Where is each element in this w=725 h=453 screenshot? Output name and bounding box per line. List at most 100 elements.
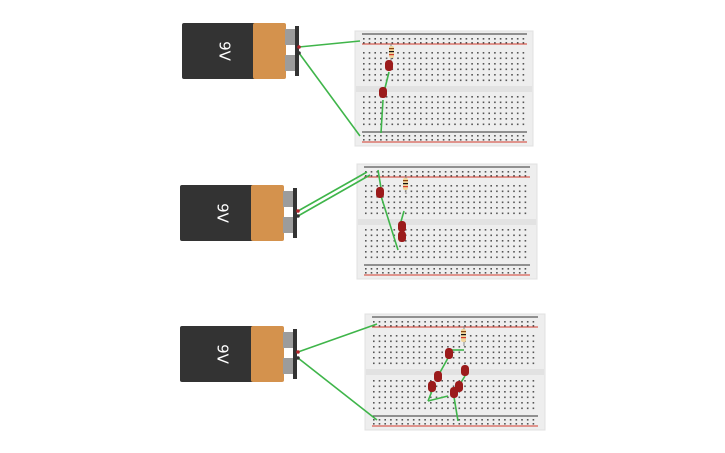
breadboard-hole[interactable]: [464, 380, 466, 382]
breadboard-hole[interactable]: [431, 74, 433, 76]
breadboard-hole[interactable]: [505, 63, 508, 65]
breadboard-hole[interactable]: [425, 139, 428, 141]
breadboard-hole[interactable]: [498, 357, 500, 359]
breadboard-hole[interactable]: [441, 357, 443, 359]
breadboard-hole[interactable]: [387, 240, 390, 242]
breadboard-hole[interactable]: [370, 229, 373, 231]
breadboard-hole[interactable]: [490, 171, 492, 173]
resistor[interactable]: [461, 326, 466, 346]
breadboard-hole[interactable]: [504, 346, 506, 348]
breadboard-hole[interactable]: [496, 171, 498, 173]
breadboard-hole[interactable]: [412, 321, 415, 323]
breadboard-hole[interactable]: [433, 207, 435, 209]
breadboard-hole[interactable]: [518, 229, 521, 231]
breadboard-hole[interactable]: [412, 402, 415, 404]
breadboard-hole[interactable]: [442, 74, 445, 76]
breadboard-hole[interactable]: [422, 201, 424, 204]
breadboard-hole[interactable]: [390, 402, 392, 404]
breadboard-hole[interactable]: [501, 190, 504, 193]
breadboard-hole[interactable]: [418, 423, 421, 425]
breadboard-hole[interactable]: [456, 234, 458, 237]
breadboard-hole[interactable]: [524, 207, 527, 209]
breadboard-hole[interactable]: [461, 171, 464, 173]
breadboard-hole[interactable]: [487, 340, 489, 343]
breadboard-hole[interactable]: [496, 175, 498, 177]
breadboard-hole[interactable]: [380, 118, 382, 120]
breadboard-hole[interactable]: [481, 419, 483, 421]
breadboard-hole[interactable]: [465, 68, 468, 71]
breadboard-hole[interactable]: [471, 135, 473, 137]
breadboard-hole[interactable]: [458, 407, 461, 410]
breadboard-hole[interactable]: [505, 118, 508, 120]
breadboard-hole[interactable]: [397, 74, 399, 76]
breadboard-hole[interactable]: [414, 118, 416, 120]
breadboard-hole[interactable]: [442, 118, 445, 120]
breadboard-hole[interactable]: [384, 396, 386, 399]
breadboard-hole[interactable]: [435, 357, 438, 359]
breadboard-hole[interactable]: [526, 321, 529, 323]
breadboard-hole[interactable]: [387, 185, 390, 187]
breadboard-hole[interactable]: [374, 38, 376, 40]
led[interactable]: [385, 60, 393, 71]
breadboard-hole[interactable]: [524, 212, 527, 215]
breadboard-hole[interactable]: [505, 139, 508, 141]
breadboard-hole[interactable]: [447, 402, 449, 404]
breadboard-hole[interactable]: [487, 419, 489, 421]
breadboard-hole[interactable]: [482, 123, 485, 126]
breadboard-hole[interactable]: [459, 118, 462, 120]
breadboard-hole[interactable]: [452, 385, 455, 388]
breadboard-hole[interactable]: [370, 245, 373, 248]
breadboard-hole[interactable]: [490, 272, 492, 274]
breadboard-hole[interactable]: [408, 139, 411, 141]
breadboard-hole[interactable]: [418, 391, 421, 393]
breadboard-hole[interactable]: [430, 335, 432, 337]
breadboard-hole[interactable]: [422, 175, 424, 177]
breadboard-hole[interactable]: [504, 321, 506, 323]
breadboard-hole[interactable]: [410, 171, 413, 173]
breadboard-hole[interactable]: [499, 123, 502, 126]
breadboard-hole[interactable]: [456, 201, 458, 204]
breadboard-hole[interactable]: [490, 245, 492, 248]
breadboard-hole[interactable]: [513, 171, 515, 173]
breadboard-hole[interactable]: [496, 234, 498, 237]
breadboard-hole[interactable]: [448, 57, 451, 60]
breadboard-hole[interactable]: [499, 79, 502, 82]
breadboard-hole[interactable]: [467, 256, 470, 259]
breadboard-hole[interactable]: [399, 185, 401, 187]
breadboard-hole[interactable]: [504, 407, 506, 410]
breadboard-hole[interactable]: [414, 96, 416, 98]
breadboard-hole[interactable]: [373, 419, 375, 421]
breadboard-hole[interactable]: [435, 407, 438, 410]
breadboard-hole[interactable]: [481, 346, 483, 348]
breadboard-hole[interactable]: [408, 68, 411, 71]
breadboard-hole[interactable]: [507, 201, 510, 204]
breadboard-hole[interactable]: [390, 380, 392, 382]
breadboard-hole[interactable]: [433, 256, 435, 259]
breadboard-hole[interactable]: [402, 112, 405, 115]
breadboard-hole[interactable]: [420, 139, 422, 141]
breadboard-hole[interactable]: [433, 196, 435, 198]
breadboard-hole[interactable]: [450, 272, 453, 274]
breadboard-hole[interactable]: [414, 112, 416, 115]
breadboard-hole[interactable]: [454, 79, 456, 82]
breadboard-hole[interactable]: [416, 212, 418, 215]
breadboard-hole[interactable]: [490, 196, 492, 198]
breadboard-hole[interactable]: [498, 385, 500, 388]
breadboard-hole[interactable]: [363, 118, 365, 120]
breadboard-hole[interactable]: [420, 112, 422, 115]
breadboard-hole[interactable]: [532, 385, 535, 388]
breadboard-hole[interactable]: [518, 175, 521, 177]
breadboard-hole[interactable]: [469, 396, 472, 399]
breadboard-hole[interactable]: [368, 52, 371, 54]
breadboard-hole[interactable]: [516, 52, 519, 54]
breadboard-hole[interactable]: [467, 268, 470, 270]
breadboard-hole[interactable]: [402, 139, 405, 141]
breadboard-hole[interactable]: [511, 68, 513, 71]
breadboard-hole[interactable]: [481, 321, 483, 323]
breadboard-hole[interactable]: [487, 407, 489, 410]
breadboard-hole[interactable]: [404, 268, 407, 270]
breadboard-hole[interactable]: [501, 175, 504, 177]
breadboard-hole[interactable]: [427, 201, 430, 204]
breadboard-hole[interactable]: [473, 268, 475, 270]
breadboard-hole[interactable]: [515, 423, 518, 425]
